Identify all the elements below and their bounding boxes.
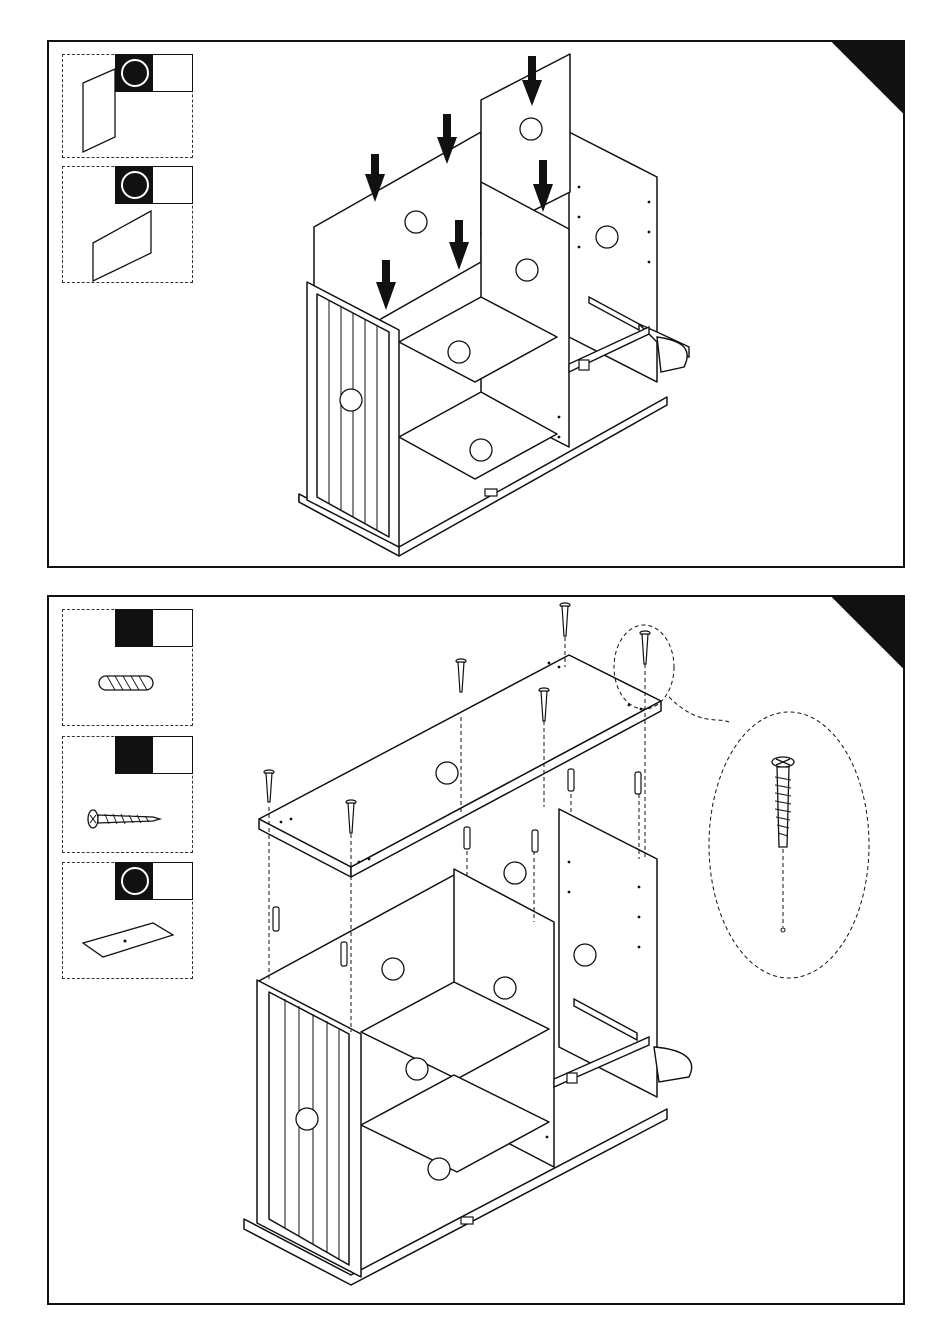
step-2-panel (47, 595, 905, 1305)
step-2-assembly-drawing (49, 597, 907, 1307)
step-1-assembly-drawing (49, 42, 907, 570)
step-1-panel (47, 40, 905, 568)
